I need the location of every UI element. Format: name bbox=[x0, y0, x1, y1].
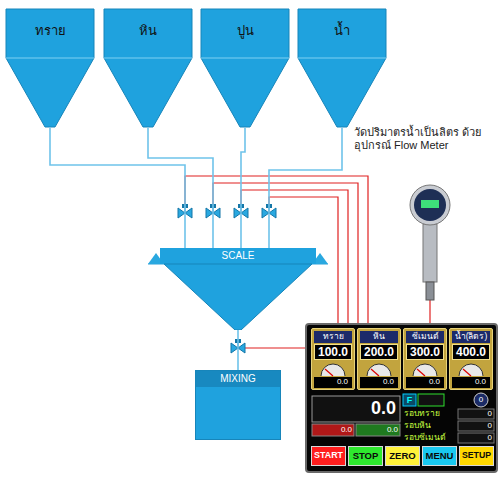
gauge-setpoint: 100.0 bbox=[318, 346, 348, 359]
scale-node: SCALE bbox=[160, 248, 316, 330]
gauge-arc bbox=[413, 364, 437, 376]
counter-label: รอบทราย bbox=[404, 409, 457, 419]
button-node: ZERO bbox=[385, 446, 420, 466]
hopper-body bbox=[298, 9, 386, 127]
gauge-needle bbox=[371, 369, 379, 376]
gauge-dial bbox=[452, 361, 490, 377]
gauge-label: หิน bbox=[373, 332, 385, 341]
hopper-rim bbox=[298, 58, 386, 59]
hopper-rim bbox=[6, 58, 94, 59]
scale-bar bbox=[160, 248, 316, 264]
display-box bbox=[403, 394, 416, 406]
gauge-dial bbox=[360, 361, 398, 377]
pipe-connector bbox=[269, 128, 342, 248]
hopper-body bbox=[201, 9, 289, 127]
button-label: START bbox=[314, 451, 343, 461]
pipe-connector bbox=[241, 128, 245, 248]
gauge-reading: 0.0 bbox=[475, 378, 486, 387]
gauge-node: น้ำ(ลิตร) 400.0 0.0 bbox=[449, 328, 493, 390]
hopper-node: ทราย bbox=[5, 8, 95, 128]
gauge-node: ซีเมนต์ 300.0 0.0 bbox=[403, 328, 447, 390]
mixing-node: MIXING bbox=[195, 370, 281, 440]
gauge-dial bbox=[406, 361, 444, 377]
pipe-connector bbox=[237, 330, 239, 370]
gauge-arc bbox=[367, 364, 391, 376]
flow-meter-ring bbox=[410, 185, 450, 225]
gauge-needle bbox=[325, 369, 333, 376]
flow-meter-probe bbox=[426, 282, 434, 300]
gauge-setpoint: 300.0 bbox=[410, 346, 440, 359]
hmi-panel bbox=[306, 324, 497, 472]
counter-value: 0 bbox=[460, 433, 492, 442]
gauge-dial bbox=[314, 361, 352, 377]
hopper-rim bbox=[104, 58, 192, 59]
flow-meter-body bbox=[423, 224, 437, 282]
status-lamp bbox=[474, 393, 488, 407]
weight-display: 0.0 bbox=[314, 398, 396, 419]
control-wire bbox=[244, 347, 306, 348]
gauge-label: ทราย bbox=[323, 332, 344, 341]
gauge-needle bbox=[463, 369, 471, 376]
scale-funnel bbox=[164, 264, 312, 330]
counter-value: 0 bbox=[460, 409, 492, 418]
display-value: 0.0 bbox=[314, 425, 352, 434]
gauge-reading: 0.0 bbox=[429, 378, 440, 387]
hopper-label: น้ำ bbox=[334, 24, 350, 38]
hopper-node: น้ำ bbox=[297, 8, 387, 128]
display-value: 0.0 bbox=[358, 425, 398, 434]
counter-box bbox=[458, 409, 494, 419]
hopper-label: ปูน bbox=[237, 24, 254, 38]
hopper-rim bbox=[201, 58, 289, 59]
gauge-reading: 0.0 bbox=[383, 378, 394, 387]
gauge-node: หิน 200.0 0.0 bbox=[357, 328, 401, 390]
display-box bbox=[312, 396, 400, 422]
hopper-label: หิน bbox=[139, 24, 157, 38]
mixing-label: MIXING bbox=[220, 373, 256, 384]
counter-box bbox=[458, 433, 494, 443]
flow-meter-display bbox=[421, 200, 439, 208]
counter-value: 0 bbox=[460, 421, 492, 430]
note-text: วัดปริมาตรน้ำเป็นลิตร ด้วยอุปกรณ์ Flow M… bbox=[354, 126, 494, 151]
hopper-body bbox=[104, 9, 192, 127]
gauge-label: ซีเมนต์ bbox=[412, 332, 439, 341]
display-box bbox=[312, 424, 354, 436]
button-node: STOP bbox=[348, 446, 383, 466]
counter-box bbox=[458, 421, 494, 431]
hopper-label: ทราย bbox=[35, 24, 66, 38]
button-label: MENU bbox=[426, 451, 454, 461]
button-node: MENU bbox=[422, 446, 457, 466]
gauge-arc bbox=[321, 364, 345, 376]
button-label: SETUP bbox=[462, 451, 491, 461]
hopper-node: หิน bbox=[103, 8, 193, 128]
flow-meter-face bbox=[414, 189, 446, 221]
button-label: ZERO bbox=[389, 451, 415, 461]
lamp-value: 0 bbox=[476, 395, 486, 404]
button-label: STOP bbox=[353, 451, 379, 461]
button-node: START bbox=[311, 446, 346, 466]
display-box bbox=[356, 424, 400, 436]
gauge-label: น้ำ(ลิตร) bbox=[455, 332, 488, 341]
counter-label: รอบซีเมนต์ bbox=[404, 433, 457, 443]
field-label: F bbox=[404, 395, 415, 405]
gauge-needle bbox=[417, 369, 425, 376]
button-node: SETUP bbox=[459, 446, 494, 466]
gauge-setpoint: 200.0 bbox=[364, 346, 394, 359]
display-box bbox=[418, 394, 444, 406]
gauge-reading: 0.0 bbox=[337, 378, 348, 387]
scale-label: SCALE bbox=[222, 250, 255, 261]
hopper-node: ปูน bbox=[200, 8, 290, 128]
counter-label: รอบหิน bbox=[404, 421, 457, 431]
hopper-body bbox=[6, 9, 94, 127]
pipe-connector bbox=[50, 128, 185, 248]
gauge-arc bbox=[459, 364, 483, 376]
pipe-connector bbox=[148, 128, 213, 248]
control-wire bbox=[429, 300, 430, 324]
gauge-node: ทราย 100.0 0.0 bbox=[311, 328, 355, 390]
gauge-setpoint: 400.0 bbox=[456, 346, 486, 359]
